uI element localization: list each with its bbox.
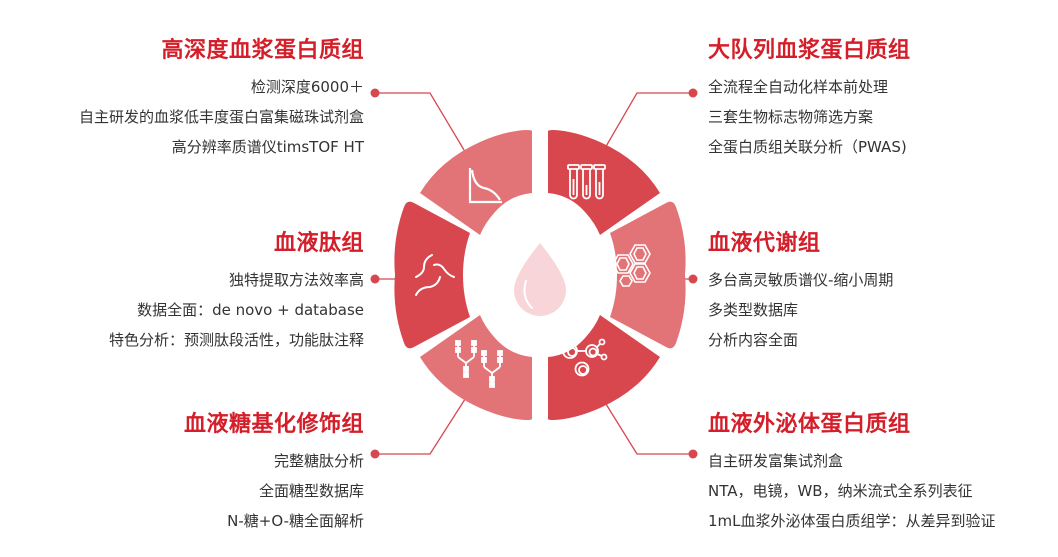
segment-cohort-plasma[interactable] <box>548 130 660 235</box>
section-cohort-plasma: 大队列血浆蛋白质组 全流程全自动化样本前处理 三套生物标志物筛选方案 全蛋白质组… <box>708 36 911 162</box>
vesicles-icon <box>562 338 608 377</box>
section-item: 三套生物标志物筛选方案 <box>708 108 874 126</box>
section-glycosylation: 血液糖基化修饰组 完整糖肽分析 全面糖型数据库 N-糖+O-糖全面解析 <box>184 410 364 536</box>
section-item: 全面糖型数据库 <box>258 482 364 500</box>
section-metabolome: 血液代谢组 多台高灵敏质谱仪-缩小周期 多类型数据库 分析内容全面 <box>708 229 893 355</box>
section-item: 多台高灵敏质谱仪-缩小周期 <box>708 271 894 289</box>
section-title: 血液代谢组 <box>708 231 821 256</box>
test-tubes-icon <box>567 164 606 200</box>
section-exosome: 血液外泌体蛋白质组 自主研发富集试剂盒 NTA，电镜，WB，纳米流式全系列表征 … <box>708 410 996 536</box>
hexagon-molecules-icon <box>612 244 651 287</box>
section-item: 特色分析：预测肽段活性，功能肽注释 <box>108 331 364 349</box>
section-item: NTA，电镜，WB，纳米流式全系列表征 <box>708 482 973 500</box>
section-item: 自主研发的血浆低丰度蛋白富集磁珠试剂盒 <box>78 108 364 126</box>
segment-glycosylation[interactable] <box>420 315 532 420</box>
connector-exosome <box>600 395 693 455</box>
section-item: 高分辨率质谱仪timsTOF HT <box>171 138 364 156</box>
section-title: 血液糖基化修饰组 <box>183 412 364 437</box>
connector-high-depth-plasma <box>375 92 468 156</box>
section-title: 高深度血浆蛋白质组 <box>161 38 364 63</box>
section-item: 检测深度6000＋ <box>250 78 364 96</box>
section-title: 大队列血浆蛋白质组 <box>708 38 911 63</box>
section-item: 全流程全自动化样本前处理 <box>708 78 889 96</box>
segment-metabolome[interactable] <box>610 201 686 349</box>
section-item: 自主研发富集试剂盒 <box>708 452 844 470</box>
segment-exosome[interactable] <box>548 315 660 420</box>
peptide-chains-icon <box>415 254 455 296</box>
section-peptidome: 血液肽组 独特提取方法效率高 数据全面：de novo + database 特… <box>109 229 364 355</box>
connector-cohort-plasma <box>600 92 693 156</box>
connectors <box>375 92 693 455</box>
curve-chart-icon <box>468 168 502 204</box>
section-item: 多类型数据库 <box>708 301 799 319</box>
glycan-tree-icon <box>455 340 503 388</box>
segment-peptidome[interactable] <box>394 201 470 349</box>
section-item: 分析内容全面 <box>708 331 799 349</box>
section-item: 1mL血浆外泌体蛋白质组学：从差异到验证 <box>708 512 996 530</box>
section-item: 完整糖肽分析 <box>273 452 364 470</box>
blood-drop-icon <box>514 243 566 316</box>
connector-dots <box>370 88 698 459</box>
connector-glycosylation <box>375 395 468 455</box>
section-item: N-糖+O-糖全面解析 <box>227 512 364 530</box>
section-item: 独特提取方法效率高 <box>228 271 364 289</box>
section-item: 数据全面：de novo + database <box>137 301 364 319</box>
section-title: 血液肽组 <box>273 231 364 256</box>
section-title: 血液外泌体蛋白质组 <box>708 412 911 437</box>
section-item: 全蛋白质组关联分析（PWAS) <box>708 138 907 156</box>
section-high-depth-plasma: 高深度血浆蛋白质组 检测深度6000＋ 自主研发的血浆低丰度蛋白富集磁珠试剂盒 … <box>79 36 364 162</box>
